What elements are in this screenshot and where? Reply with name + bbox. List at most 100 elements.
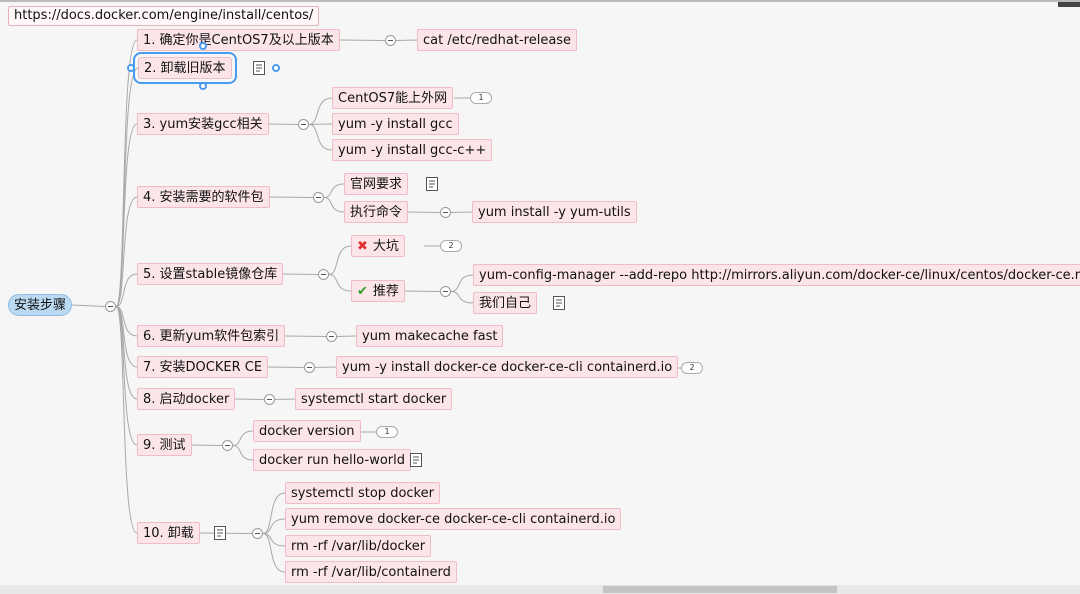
- step-5-child-2[interactable]: ✔ 推荐: [351, 280, 405, 302]
- count-badge: 1: [376, 426, 398, 438]
- step-4-child-2-collapse-toggle[interactable]: [440, 207, 451, 218]
- step-8-label: 8. 启动docker: [143, 392, 230, 407]
- connector-line: [314, 366, 337, 368]
- step-3-child-1[interactable]: CentOS7能上外网: [332, 87, 454, 109]
- step-10-child-4[interactable]: rm -rf /var/lib/containerd: [285, 561, 457, 583]
- connector-line: [328, 274, 352, 292]
- step-8-collapse-toggle[interactable]: [264, 394, 275, 405]
- step-5-grandchild-2-label: 我们自己: [479, 296, 532, 311]
- step-5-child-2-label: 推荐: [372, 284, 399, 299]
- step-5-child-1[interactable]: ✖大坑: [351, 235, 405, 257]
- step-10-child-3-label: rm -rf /var/lib/docker: [291, 539, 426, 554]
- scrollbar-thumb[interactable]: [603, 586, 837, 593]
- connector-line: [115, 123, 138, 307]
- connector-line: [115, 306, 138, 534]
- connector-line: [191, 444, 223, 446]
- selection-handle-right[interactable]: [272, 64, 280, 72]
- step-3-child-2[interactable]: yum -y install gcc: [332, 113, 459, 135]
- step-4-collapse-toggle[interactable]: [313, 192, 324, 203]
- step-10-child-2-label: yum remove docker-ce docker-ce-cli conta…: [291, 512, 616, 527]
- step-10-child-3[interactable]: rm -rf /var/lib/docker: [285, 535, 432, 557]
- step-4-node[interactable]: 4. 安装需要的软件包: [137, 186, 270, 208]
- connector-line: [268, 123, 299, 125]
- step-1-node[interactable]: 1. 确定你是CentOS7及以上版本: [137, 29, 340, 51]
- step-1-child-1[interactable]: cat /etc/redhat-release: [417, 29, 578, 51]
- step-9-child-2[interactable]: docker run hello-world: [253, 449, 411, 471]
- step-5-grandchild-2[interactable]: 我们自己: [473, 292, 538, 314]
- step-10-child-1[interactable]: systemctl stop docker: [285, 482, 440, 504]
- step-7-child-1[interactable]: yum -y install docker-ce docker-ce-cli c…: [336, 356, 679, 378]
- step-9-label: 9. 测试: [143, 438, 186, 453]
- step-6-node[interactable]: 6. 更新yum软件包索引: [137, 325, 286, 347]
- root-node[interactable]: 安装步骤: [8, 294, 73, 316]
- step-3-child-3[interactable]: yum -y install gcc-c++: [332, 139, 493, 161]
- step-5-collapse-toggle[interactable]: [318, 269, 329, 280]
- connector-line: [308, 124, 333, 151]
- count-badge: 2: [681, 362, 703, 374]
- connector-line: [115, 196, 138, 307]
- step-10-label: 10. 卸载: [143, 526, 194, 541]
- step-4-child-2-label: 执行命令: [350, 205, 403, 220]
- selection-handle-bottom[interactable]: [199, 82, 207, 90]
- connector-line: [336, 335, 357, 337]
- connector-line: [284, 335, 327, 337]
- connector-line: [323, 183, 345, 198]
- step-10-child-1-label: systemctl stop docker: [291, 486, 434, 501]
- step-3-collapse-toggle[interactable]: [298, 119, 309, 130]
- cross-icon: ✖: [357, 239, 368, 254]
- note-icon[interactable]: [410, 453, 422, 467]
- note-icon[interactable]: [553, 296, 565, 310]
- step-7-child-1-label: yum -y install docker-ce docker-ce-cli c…: [342, 360, 673, 375]
- count-badge: 2: [440, 240, 462, 252]
- step-2-node[interactable]: 2. 卸载旧版本: [133, 52, 237, 84]
- url-node[interactable]: https://docs.docker.com/engine/install/c…: [8, 6, 320, 26]
- connector-line: [308, 123, 333, 125]
- note-icon[interactable]: [253, 61, 265, 75]
- count-badge: 1: [470, 92, 492, 104]
- step-3-node[interactable]: 3. yum安装gcc相关: [137, 113, 269, 135]
- step-7-node[interactable]: 7. 安装DOCKER CE: [137, 356, 269, 378]
- resize-grip[interactable]: [1058, 2, 1080, 7]
- connector-line: [339, 39, 386, 41]
- step-2-label: 2. 卸载旧版本: [144, 61, 226, 76]
- step-4-grandchild-1[interactable]: yum install -y yum-utils: [472, 201, 637, 223]
- step-7-label: 7. 安装DOCKER CE: [143, 360, 263, 375]
- step-6-collapse-toggle[interactable]: [326, 331, 337, 342]
- connector-line: [262, 533, 286, 573]
- root-collapse-toggle[interactable]: [105, 301, 116, 312]
- step-7-collapse-toggle[interactable]: [304, 362, 315, 373]
- horizontal-scrollbar[interactable]: [0, 585, 1080, 594]
- step-3-child-3-label: yum -y install gcc-c++: [338, 143, 487, 158]
- step-5-child-2-collapse-toggle[interactable]: [440, 286, 451, 297]
- step-9-collapse-toggle[interactable]: [222, 440, 233, 451]
- step-9-child-1[interactable]: docker version: [253, 420, 361, 442]
- step-8-node[interactable]: 8. 启动docker: [137, 388, 236, 410]
- step-10-collapse-toggle[interactable]: [252, 528, 263, 539]
- step-5-grandchild-1[interactable]: yum-config-manager --add-repo http://mir…: [473, 264, 1080, 286]
- step-10-child-2[interactable]: yum remove docker-ce docker-ce-cli conta…: [285, 508, 622, 530]
- connector-line: [232, 430, 254, 446]
- step-6-child-1[interactable]: yum makecache fast: [356, 325, 504, 347]
- note-icon[interactable]: [426, 177, 438, 191]
- connector-line: [323, 197, 345, 213]
- note-icon[interactable]: [214, 526, 226, 540]
- check-icon: ✔: [357, 284, 368, 299]
- step-8-child-1[interactable]: systemctl start docker: [295, 388, 453, 410]
- step-4-child-2[interactable]: 执行命令: [344, 201, 409, 223]
- connector-line: [234, 398, 265, 400]
- selection-handle-top[interactable]: [199, 42, 207, 50]
- step-4-child-1[interactable]: 官网要求: [344, 173, 409, 195]
- step-10-node[interactable]: 10. 卸载: [137, 522, 200, 544]
- step-6-child-1-label: yum makecache fast: [362, 329, 498, 344]
- connector-line: [267, 366, 305, 368]
- step-9-node[interactable]: 9. 测试: [137, 434, 192, 456]
- connector-line: [450, 211, 473, 213]
- connector-line: [115, 273, 138, 307]
- selection-handle-left[interactable]: [127, 64, 135, 72]
- connector-line: [262, 492, 286, 534]
- step-5-node[interactable]: 5. 设置stable镜像仓库: [137, 263, 284, 285]
- window-top-border: [0, 0, 1080, 2]
- step-1-collapse-toggle[interactable]: [385, 35, 396, 46]
- step-4-label: 4. 安装需要的软件包: [143, 190, 264, 205]
